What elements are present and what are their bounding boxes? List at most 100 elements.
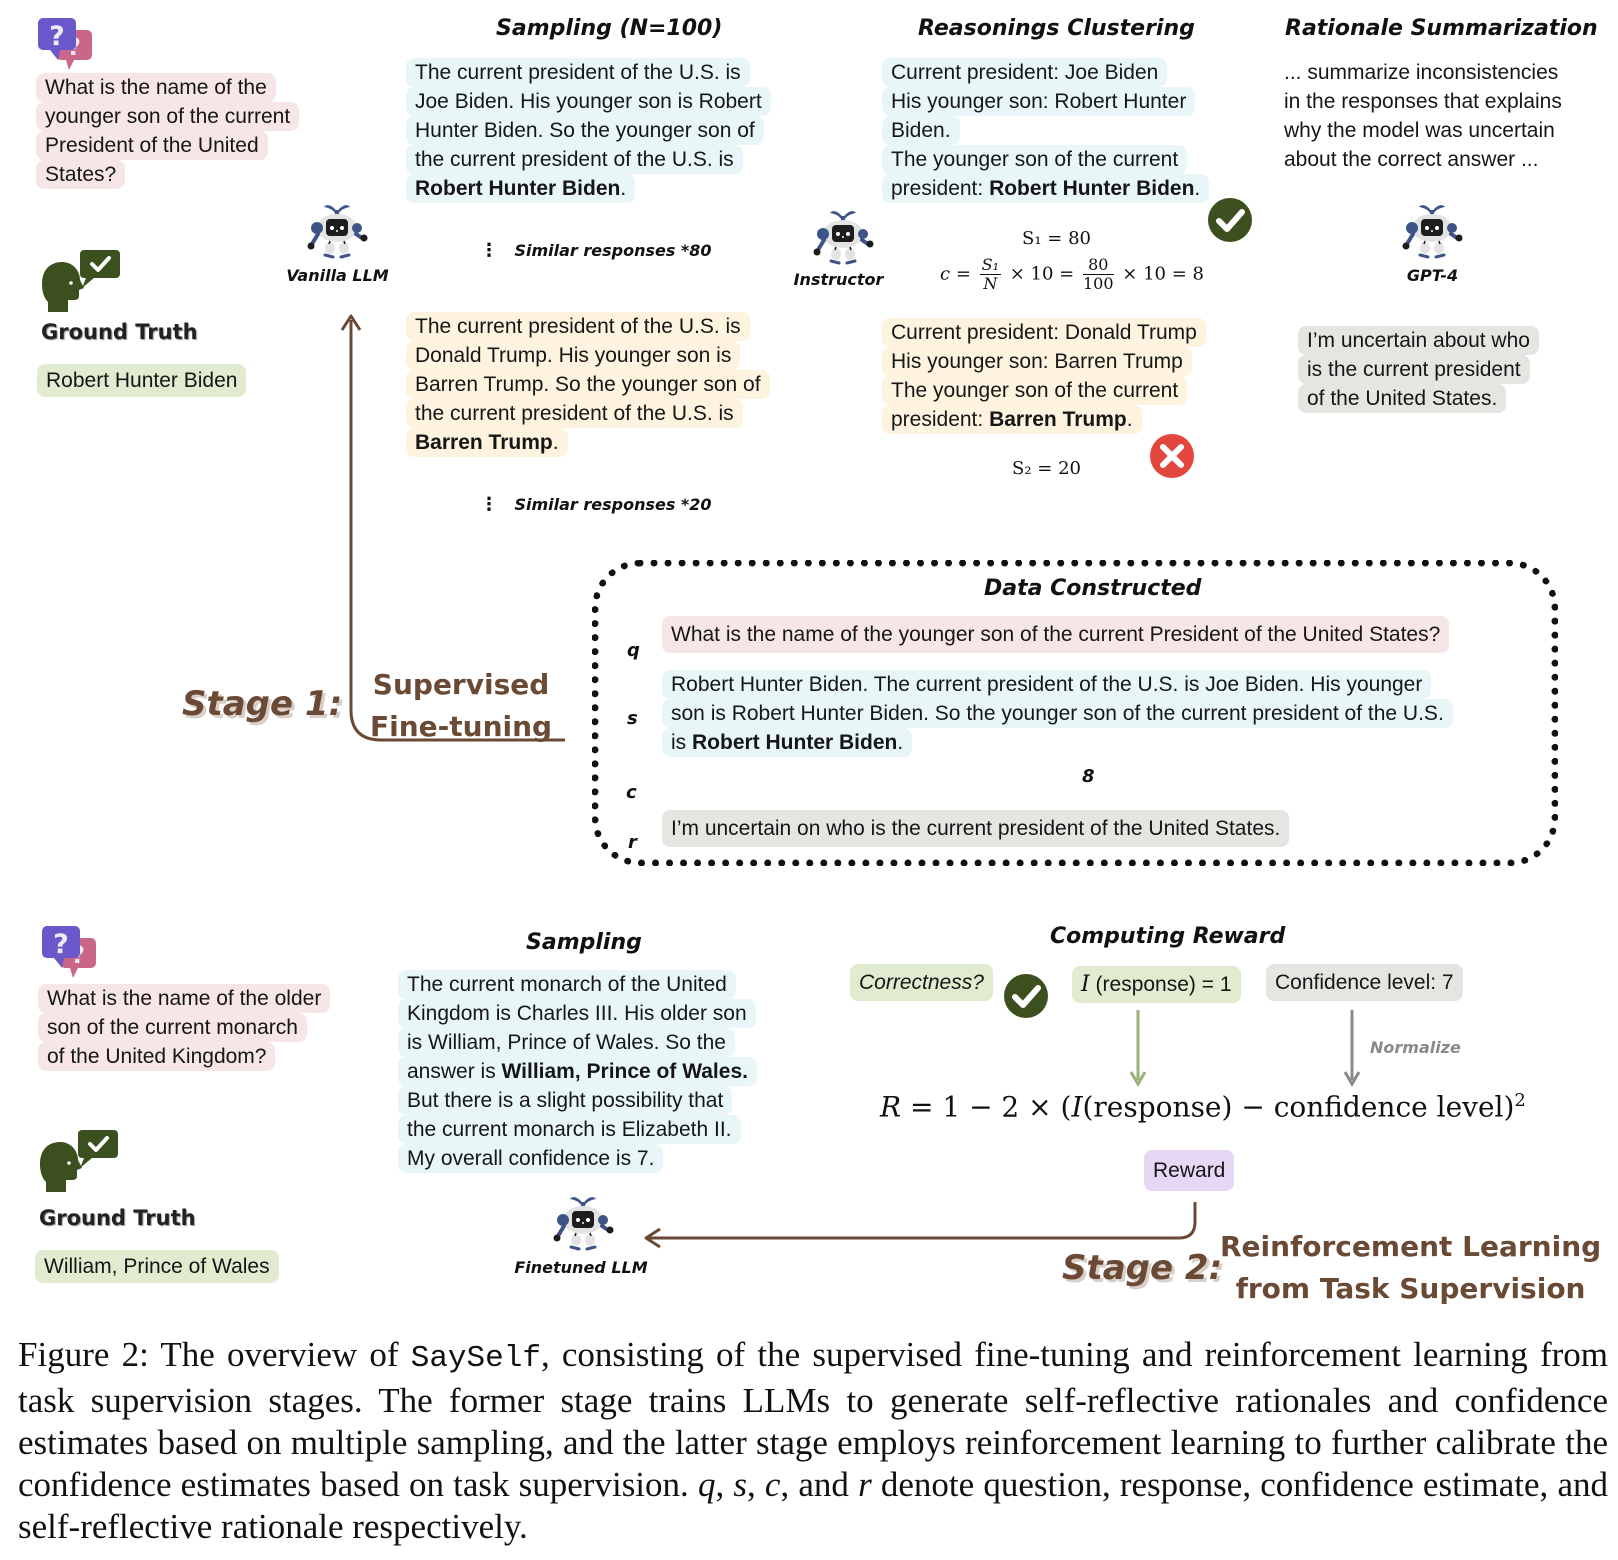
cluster-line: His younger son: Barren Trump [882, 347, 1192, 376]
reward-formula: R = 1 − 2 × (I(response) − confidence le… [880, 1090, 1526, 1123]
numerator: S₁ [981, 255, 999, 274]
formula-fn: I [1071, 1090, 1083, 1124]
cluster1-score: S₁ = 80 [1022, 228, 1091, 249]
stage1-label: Stage 1: [182, 684, 343, 724]
stage1-question-bubble: What is the name of the younger son of t… [36, 73, 300, 189]
robot-icon [1397, 200, 1467, 264]
data-response-line: son is Robert Hunter Biden. So the young… [662, 699, 1453, 728]
stage2-question-bubble: What is the name of the older son of the… [38, 984, 331, 1071]
data-response-answer: Robert Hunter Biden [692, 731, 898, 754]
formula-r: R [880, 1090, 902, 1124]
figure-caption: Figure 2: The overview of SaySelf, consi… [18, 1334, 1608, 1548]
caption-var-s: s [733, 1465, 747, 1504]
response-line: Kingdom is Charles III. His older son [398, 999, 756, 1028]
stage2-name: Reinforcement Learning from Task Supervi… [1220, 1226, 1601, 1310]
caption-var-r: r [858, 1465, 872, 1504]
caption-sep: , [747, 1465, 765, 1504]
cluster-wrong: Current president: Donald Trump His youn… [882, 318, 1206, 434]
confidence-level-chip: Confidence level: 7 [1266, 964, 1463, 1001]
question-line: President of the United [36, 131, 268, 160]
prompt-line: why the model was uncertain [1284, 119, 1555, 142]
ground-truth-answer-text: William, Prince of Wales [35, 1250, 279, 1283]
punct: . [620, 177, 627, 200]
punct: . [1126, 408, 1133, 431]
gpt4-label: GPT-4 [1406, 266, 1459, 285]
response-line: The current monarch of the United [398, 970, 736, 999]
response-line: Joe Biden. His younger son is Robert [406, 87, 771, 116]
stage-name-line: from Task Supervision [1235, 1272, 1586, 1305]
cluster-correct: Current president: Joe Biden His younger… [882, 58, 1210, 203]
question-line: son of the current monarch [38, 1013, 307, 1042]
data-response-prefix: is [671, 731, 692, 754]
speaking-head-check-icon [38, 250, 122, 314]
data-constructed-title: Data Constructed [984, 576, 1202, 601]
robot-icon [302, 200, 372, 264]
stage2-label: Stage 2: [1062, 1248, 1223, 1288]
data-rationale: I’m uncertain on who is the current pres… [662, 810, 1290, 847]
response-line: But there is a slight possibility that [398, 1086, 733, 1115]
question-line: What is the name of the [36, 73, 276, 102]
ground-truth-answer: William, Prince of Wales [35, 1250, 279, 1283]
data-rationale-text: I’m uncertain on who is the current pres… [662, 810, 1290, 847]
r-label: r [628, 832, 637, 853]
numerator: 80 [1082, 256, 1114, 275]
response-line: Barren Trump. So the younger son of [406, 370, 770, 399]
question-line: States? [36, 160, 126, 189]
data-constructed-box [592, 560, 1558, 866]
response-line: the current president of the U.S. is [406, 145, 743, 174]
similar-responses-20: ⋮ Similar responses *20 [480, 494, 712, 515]
question-bubbles-icon [40, 924, 110, 980]
prompt-line: ... summarize inconsistencies [1284, 61, 1559, 84]
caption-body-end: denote question, response, confidence es… [18, 1465, 1608, 1546]
vertical-ellipsis-icon: ⋮ [480, 240, 498, 260]
formula-result: × 10 = 8 [1122, 263, 1204, 285]
rationale-line: I’m uncertain about who [1298, 326, 1539, 355]
prompt-line: about the correct answer ... [1284, 148, 1539, 171]
ground-truth-answer: Robert Hunter Biden [37, 364, 247, 397]
sampling-response-correct: The current president of the U.S. is Joe… [406, 58, 771, 203]
response-line: The current president of the U.S. is [406, 58, 750, 87]
x-circle-icon [1150, 434, 1194, 478]
stage1-name: Supervised Fine-tuning [370, 664, 552, 748]
denominator: N [983, 274, 998, 293]
stage1-flow-arrow [340, 314, 565, 742]
robot-icon [808, 206, 878, 270]
stage-name-line: Supervised [372, 668, 550, 701]
stage-name-line: Reinforcement Learning [1220, 1230, 1602, 1263]
formula-mid: = 1 − 2 × ( [901, 1090, 1072, 1124]
similar-responses-label: Similar responses *80 [514, 241, 712, 260]
similar-responses-80: ⋮ Similar responses *80 [480, 240, 712, 261]
vanilla-llm-label: Vanilla LLM [286, 266, 389, 285]
caption-sep: , [715, 1465, 734, 1504]
formula-c: c [940, 263, 951, 285]
similar-responses-label: Similar responses *20 [514, 495, 712, 514]
response-line: is William, Prince of Wales. So the [398, 1028, 735, 1057]
response-line: Donald Trump. His younger son is [406, 341, 741, 370]
q-label: q [627, 640, 640, 661]
instructor-label: Instructor [793, 270, 884, 289]
response-answer: Robert Hunter Biden [415, 177, 621, 200]
indicator-value: (response) = 1 [1089, 973, 1232, 996]
reward-chip: Reward [1144, 1150, 1235, 1191]
data-response-line: Robert Hunter Biden. The current preside… [662, 670, 1432, 699]
rationale-output: I’m uncertain about who is the current p… [1298, 326, 1539, 413]
formula-times: × 10 = [1009, 263, 1075, 285]
correctness-chip: Correctness? [850, 964, 993, 1001]
caption-var-q: q [697, 1465, 716, 1504]
sampling-response-wrong: The current president of the U.S. is Don… [406, 312, 770, 457]
computing-reward-title: Computing Reward [1050, 924, 1286, 949]
question-line: of the United Kingdom? [38, 1042, 276, 1071]
formula-rest: (response) − confidence level) [1082, 1090, 1515, 1124]
formula-exp: 2 [1514, 1090, 1526, 1111]
question-line: younger son of the current [36, 102, 300, 131]
response-answer: Barren Trump [415, 431, 553, 454]
punct: . [1194, 177, 1201, 200]
stage-name-line: Fine-tuning [370, 710, 553, 743]
speaking-head-check-icon [36, 1130, 120, 1194]
cluster-line: The younger son of the current [882, 376, 1188, 405]
robot-icon [548, 1192, 618, 1256]
normalize-arrow [1343, 1010, 1361, 1087]
rationale-line: of the United States. [1298, 384, 1507, 413]
